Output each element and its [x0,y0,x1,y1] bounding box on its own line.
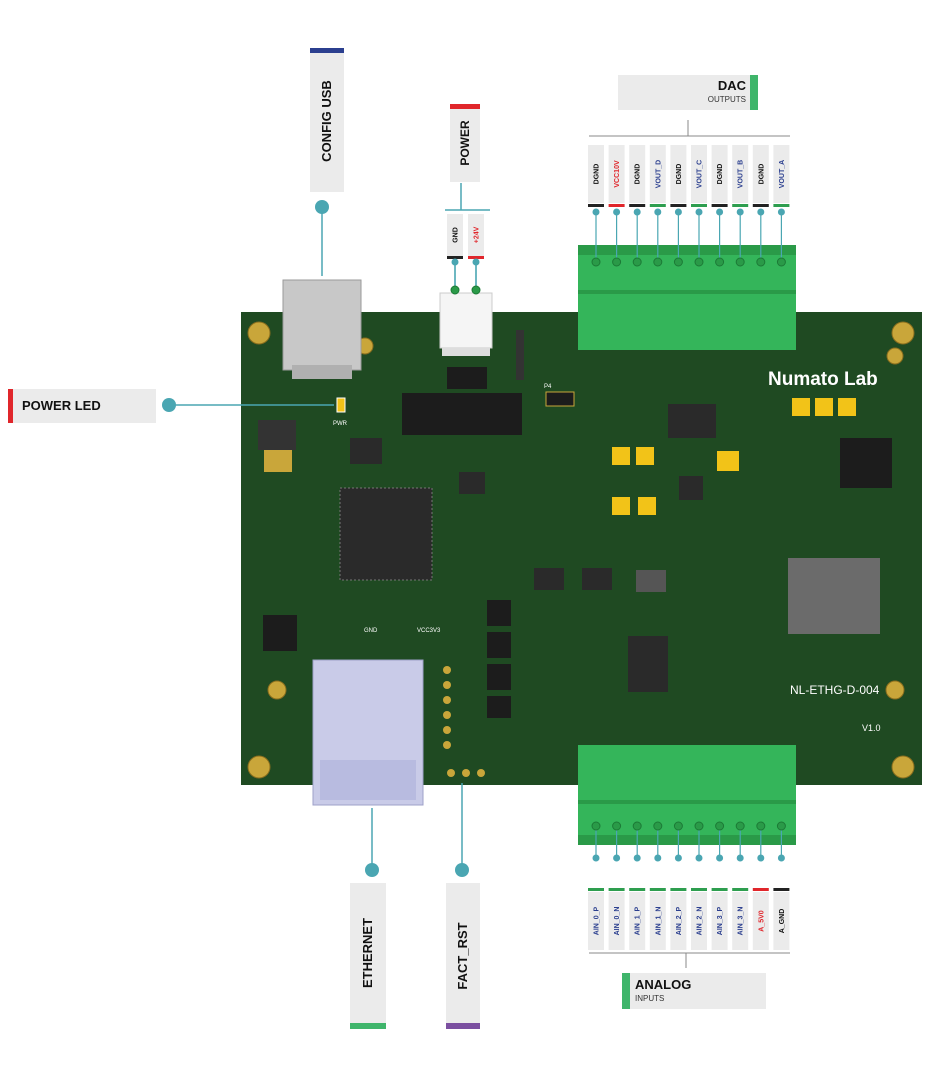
pin-power-1: +24V [468,214,484,295]
pin-analog-4: AIN_2_P [670,821,687,950]
power-led-label: POWER LED [22,398,101,413]
pin-label: A_GND [779,909,786,934]
dac-subtitle: OUTPUTS [707,95,746,104]
power-led-accent [8,389,13,423]
analog-caption: ANALOG INPUTS [622,973,766,1009]
pin-label: AIN_1_N [655,907,662,936]
pin-dac-4: DGND [670,145,687,267]
config-usb-accent [310,48,344,53]
pin-label: A_5V0 [758,910,765,932]
power-led-caption: POWER LED [8,389,156,423]
pin-label: GND [453,227,460,243]
pin-dac-6: DGND [711,145,728,267]
pwr-silk: PWR [333,421,348,427]
pin-label: VOUT_D [655,160,662,188]
pin-label: DGND [594,164,601,185]
pin-dac-8: DGND [752,145,769,267]
pin-power-0: GND [447,214,463,295]
pin-label: AIN_2_P [676,906,683,935]
pin-dac-0: DGND [588,145,604,267]
dac-pins: DGND VCC10V DGND VOUT_D DGND VOUT_C DGND VOUT_B… [588,145,790,267]
pin-dac-5: VOUT_C [691,145,707,267]
fact-rst-caption: FACT_RST [446,883,480,1029]
pin-analog-6: AIN_3_P [711,821,728,950]
config-usb-label: CONFIG USB [319,80,334,162]
analog-title: ANALOG [635,977,692,992]
pin-label: VOUT_C [697,160,704,188]
jp-silk: P4 [544,384,552,390]
pin-label: DGND [717,164,724,185]
mcu-chip [339,487,433,581]
wifi-module [788,558,880,634]
dac-bracket [589,120,790,137]
ethernet-label: ETHERNET [360,917,375,989]
pin-dac-1: VCC10V [608,145,625,267]
pin-label: AIN_0_P [594,906,601,935]
pin-label: VOUT_A [779,160,786,188]
analog-bracket [589,952,790,968]
pin-label: AIN_3_N [738,907,745,936]
ethernet-caption: ETHERNET [350,883,386,1029]
model-silk: NL-ETHG-D-004 [790,683,880,697]
pin-label: DGND [758,164,765,185]
version-silk: V1.0 [862,723,881,733]
leader-dots [162,200,469,877]
pin-label: +24V [474,226,481,243]
ethernet-accent [350,1023,386,1029]
pin-label: DGND [676,164,683,185]
pin-analog-5: AIN_2_N [691,821,707,950]
pin-analog-0: AIN_0_P [588,821,604,950]
pin-dac-7: VOUT_B [732,145,749,267]
pin-label: VOUT_B [738,160,745,188]
pin-analog-8: A_5V0 [752,821,769,950]
dac-title: DAC [717,78,746,93]
pin-analog-1: AIN_0_N [608,821,625,950]
fact-rst-label: FACT_RST [455,922,470,990]
pin-analog-9: A_GND [773,821,790,950]
dac-accent [750,75,758,110]
regulator-chip [402,393,522,435]
fact-rst-accent [446,1023,480,1029]
power-caption: POWER [450,104,480,182]
pin-dac-3: VOUT_D [649,145,666,267]
power-accent [450,104,480,109]
pin-label: AIN_3_P [717,906,724,935]
power-connector [439,292,493,349]
pin-label: AIN_1_P [635,906,642,935]
power-pins: GND +24V [447,214,484,295]
dac-caption: DAC OUTPUTS [618,75,758,110]
power-label: POWER [458,120,472,166]
config-usb-caption: CONFIG USB [310,48,344,192]
power-led [336,397,346,413]
usb-connector [282,279,362,371]
pin-label: DGND [635,164,642,185]
analog-subtitle: INPUTS [635,994,665,1003]
pin-analog-2: AIN_1_P [629,821,646,950]
pin-label: AIN_0_N [614,907,621,936]
brand-logo: Numato Lab [768,369,878,390]
analog-accent [622,973,630,1009]
pin-dac-2: DGND [629,145,646,267]
gnd-silk: GND [364,628,378,634]
pin-label: AIN_2_N [697,907,704,936]
vcc-silk: VCC3V3 [417,628,441,634]
analog-pins: AIN_0_P AIN_0_N AIN_1_P AIN_1_N AIN_2_P AIN_2… [588,821,790,950]
pin-label: VCC10V [614,160,621,188]
pin-dac-9: VOUT_A [773,145,790,267]
pin-analog-3: AIN_1_N [649,821,666,950]
analog-terminal-block [578,745,796,845]
pin-analog-7: AIN_3_N [732,821,749,950]
